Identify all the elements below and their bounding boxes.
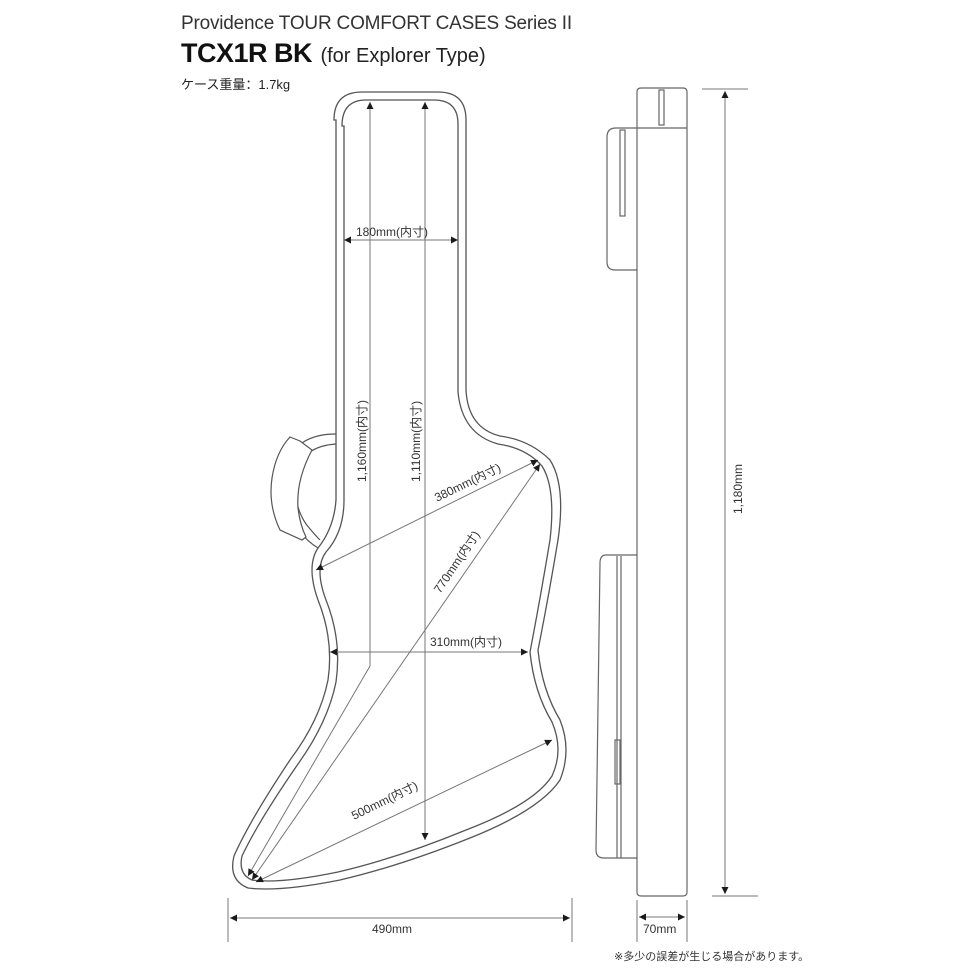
label-inner-length-1: 1,160mm(内寸): [355, 400, 369, 482]
label-waist-width: 310mm(内寸): [430, 635, 502, 649]
series-title: Providence TOUR COMFORT CASES Series II: [181, 13, 572, 34]
model-name: TCX1R BK: [181, 38, 313, 68]
tolerance-note: ※多少の誤差が生じる場合があります。: [614, 951, 810, 963]
case-side-view: [595, 87, 688, 897]
model-row: TCX1R BK (for Explorer Type): [181, 38, 572, 73]
label-overall-length: 1,180mm: [731, 464, 745, 514]
label-body-diagonal: 770mm(内寸): [431, 528, 483, 596]
label-overall-width: 490mm: [372, 922, 412, 936]
title-block: Providence TOUR COMFORT CASES Series II …: [181, 12, 572, 93]
dimension-lines: [227, 102, 573, 942]
label-inner-length-2: 1,110mm(内寸): [409, 401, 423, 482]
label-lower-diagonal: 500mm(内寸): [349, 779, 420, 823]
side-dimension-lines: [636, 88, 758, 942]
handle: [270, 433, 337, 549]
case-weight: ケース重量：1.7kg: [181, 77, 291, 92]
label-depth: 70mm: [643, 922, 676, 936]
label-neck-width: 180mm(内寸): [356, 225, 428, 239]
model-type: (for Explorer Type): [320, 45, 486, 67]
